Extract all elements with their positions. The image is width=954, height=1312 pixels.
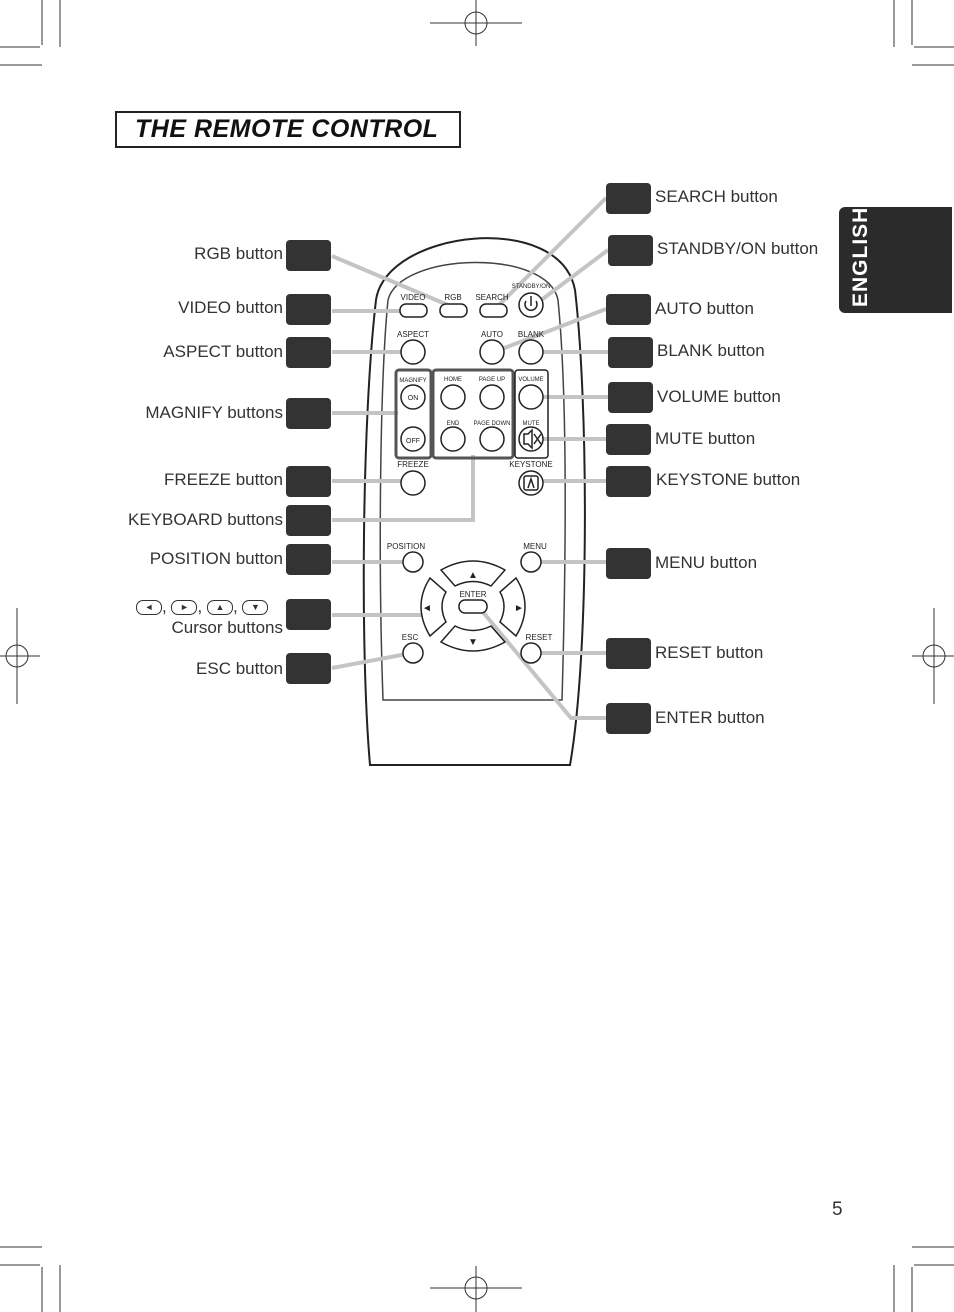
label-auto-button: AUTO button [655,299,754,318]
label-reset-button: RESET button [655,643,764,662]
svg-text:VOLUME: VOLUME [518,377,543,383]
cursor-down-key [439,625,507,652]
svg-text:HOME: HOME [444,377,462,383]
label-cursor-buttons: Cursor buttons [171,618,284,637]
svg-text:▲: ▲ [468,570,478,581]
reset-key [520,642,542,664]
svg-text:END: END [447,421,460,427]
label-position-button: POSITION button [149,549,283,568]
label-mute-button: MUTE button [655,429,756,448]
label-keystone-button: KEYSTONE button [656,470,801,489]
label-search-button: SEARCH button [655,187,778,206]
page-title: THE REMOTE CONTROL [115,111,461,148]
svg-text:RGB: RGB [444,293,461,302]
arrow-glyphs: ▲ ▼ ◄ ► [422,570,524,648]
svg-text:PAGE UP: PAGE UP [479,377,505,383]
label-enter-button: ENTER button [655,708,765,727]
video-key [399,303,428,318]
svg-text:AUTO: AUTO [481,330,503,339]
label-keyboard-buttons: KEYBOARD buttons [128,510,283,529]
svg-text:►: ► [514,603,524,614]
magnify-group [394,368,433,460]
volume-group [514,369,549,459]
freeze-key [400,470,426,496]
rgb-key [439,303,468,318]
svg-text:◄: ◄ [422,603,432,614]
label-blank-button: BLANK button [657,341,765,360]
svg-text:ESC: ESC [402,633,419,642]
label-volume-button: VOLUME button [657,387,781,406]
label-video-button: VIDEO button [178,298,283,317]
cursor-right-glyph: ► [171,600,198,616]
svg-text:POSITION: POSITION [387,542,425,551]
svg-text:ASPECT: ASPECT [397,330,429,339]
page-number: 5 [832,1199,843,1220]
menu-key [520,551,542,573]
svg-text:FREEZE: FREEZE [397,460,429,469]
label-esc-button: ESC button [196,659,283,678]
label-menu-button: MENU button [655,553,758,572]
cursor-up-glyph: ▲ [206,600,233,616]
cursor-down-glyph: ▼ [242,600,269,616]
svg-text:VIDEO: VIDEO [401,293,426,302]
svg-text:ENTER: ENTER [459,590,486,599]
language-tab: ENGLISH [839,207,952,313]
label-magnify-buttons: MAGNIFY buttons [145,403,283,422]
esc-key [402,642,424,664]
svg-text:KEYSTONE: KEYSTONE [509,460,552,469]
label-rgb-button: RGB button [194,244,283,263]
blank-key [518,339,544,365]
svg-text:MAGNIFY: MAGNIFY [399,378,426,384]
language-tab-label: ENGLISH [849,206,872,308]
cursor-right-key [499,576,526,638]
remote-body [362,237,586,766]
label-freeze-button: FREEZE button [163,470,283,489]
svg-text:ON: ON [408,395,419,402]
svg-text:STANDBY/ON: STANDBY/ON [512,284,551,290]
search-key [479,303,508,318]
button-glyphs [523,296,542,491]
remote-labels: VIDEO RGB SEARCH STANDBY/ON ASPECT AUTO … [387,284,553,642]
svg-text:▼: ▼ [468,637,478,648]
keystone-key [518,470,544,496]
leader-lines [331,196,610,720]
enter-key [458,599,488,614]
auto-key [479,339,505,365]
svg-text:PAGE DOWN: PAGE DOWN [474,421,511,427]
svg-text:MUTE: MUTE [523,421,540,427]
position-key [402,551,424,573]
right-tabs [606,183,653,734]
left-tabs [286,240,331,684]
cursor-glyph-row: ◄, ►, ▲, ▼ [136,597,269,617]
cursor-up-key [439,560,507,587]
cursor-left-key [420,576,447,638]
svg-text:RESET: RESET [526,633,553,642]
svg-text:SEARCH: SEARCH [475,293,509,302]
aspect-key [400,339,426,365]
label-standby-button: STANDBY/ON button [657,239,819,258]
svg-text:OFF: OFF [406,438,420,445]
svg-text:MENU: MENU [523,542,547,551]
label-aspect-button: ASPECT button [163,342,283,361]
svg-text:BLANK: BLANK [518,330,545,339]
keyboard-group [431,368,515,460]
cursor-left-glyph: ◄ [136,600,162,616]
